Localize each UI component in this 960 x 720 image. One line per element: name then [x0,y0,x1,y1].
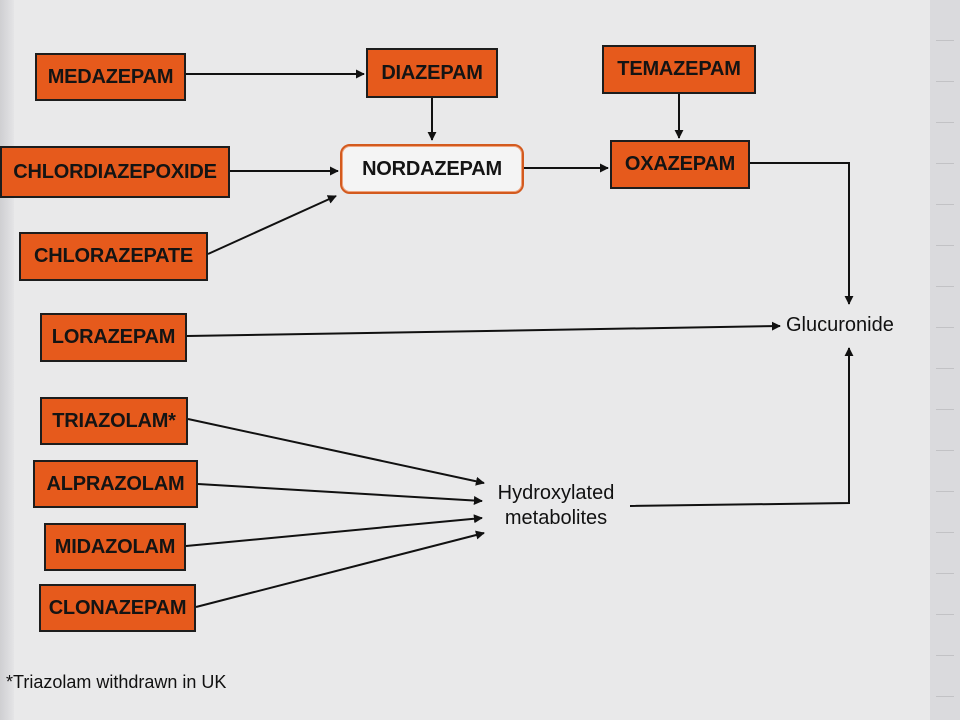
page-edge-cell [936,205,954,246]
node-triazolam: TRIAZOLAM* [40,397,188,445]
node-glucuronide: Glucuronide [786,314,894,336]
page-edge-cell [936,574,954,615]
node-temazepam: TEMAZEPAM [602,45,756,94]
page-edge-cell [936,451,954,492]
arrow-alprazolam-to-hydroxylated [197,483,483,506]
node-hydroxylated-metabolites: Hydroxylated metabolites [486,481,626,531]
page-edge-cell [936,656,954,697]
node-chlorazepate: CHLORAZEPATE [19,232,208,281]
page-edge-cell [936,246,954,287]
footnote: *Triazolam withdrawn in UK [6,672,227,692]
page-edge-cell [936,0,954,41]
node-alprazolam: ALPRAZOLAM [33,460,198,508]
hydroxylated-line-1: Hydroxylated [497,482,615,504]
page-edge-cell [936,164,954,205]
arrow-hydroxylated-to-glucuronide [629,347,854,507]
page-edge-cell [936,615,954,656]
page-edge-cell [936,287,954,328]
arrow-oxazepam-to-glucuronide [750,162,854,305]
page-edge-strip [930,0,960,720]
hydroxylated-line-2: metabolites [504,507,608,529]
page-edge-cell [936,123,954,164]
node-diazepam: DIAZEPAM [366,48,498,98]
node-medazepam: MEDAZEPAM [35,53,186,101]
node-lorazepam: LORAZEPAM [40,313,187,362]
node-midazolam: MIDAZOLAM [44,523,186,571]
node-nordazepam: NORDAZEPAM [340,144,524,194]
arrow-midazolam-to-hydroxylated [185,514,483,547]
arrow-chlorazepate-to-nordazepam [207,195,337,255]
page-edge-cell [936,369,954,410]
page-edge-cell [936,697,954,720]
page-edge-cell [936,410,954,451]
page-edge-cell [936,328,954,369]
arrow-triazolam-to-hydroxylated [187,418,485,486]
page-edge-cell [936,82,954,123]
page-edge-cell [936,492,954,533]
page-edge-cell [936,533,954,574]
arrow-lorazepam-to-glucuronide [186,321,781,337]
page-edge-cells [936,0,954,720]
node-oxazepam: OXAZEPAM [610,140,750,189]
node-clonazepam: CLONAZEPAM [39,584,196,632]
page-edge-cell [936,41,954,82]
arrow-clonazepam-to-hydroxylated [195,530,485,608]
node-chlordiazepoxide: CHLORDIAZEPOXIDE [0,146,230,198]
